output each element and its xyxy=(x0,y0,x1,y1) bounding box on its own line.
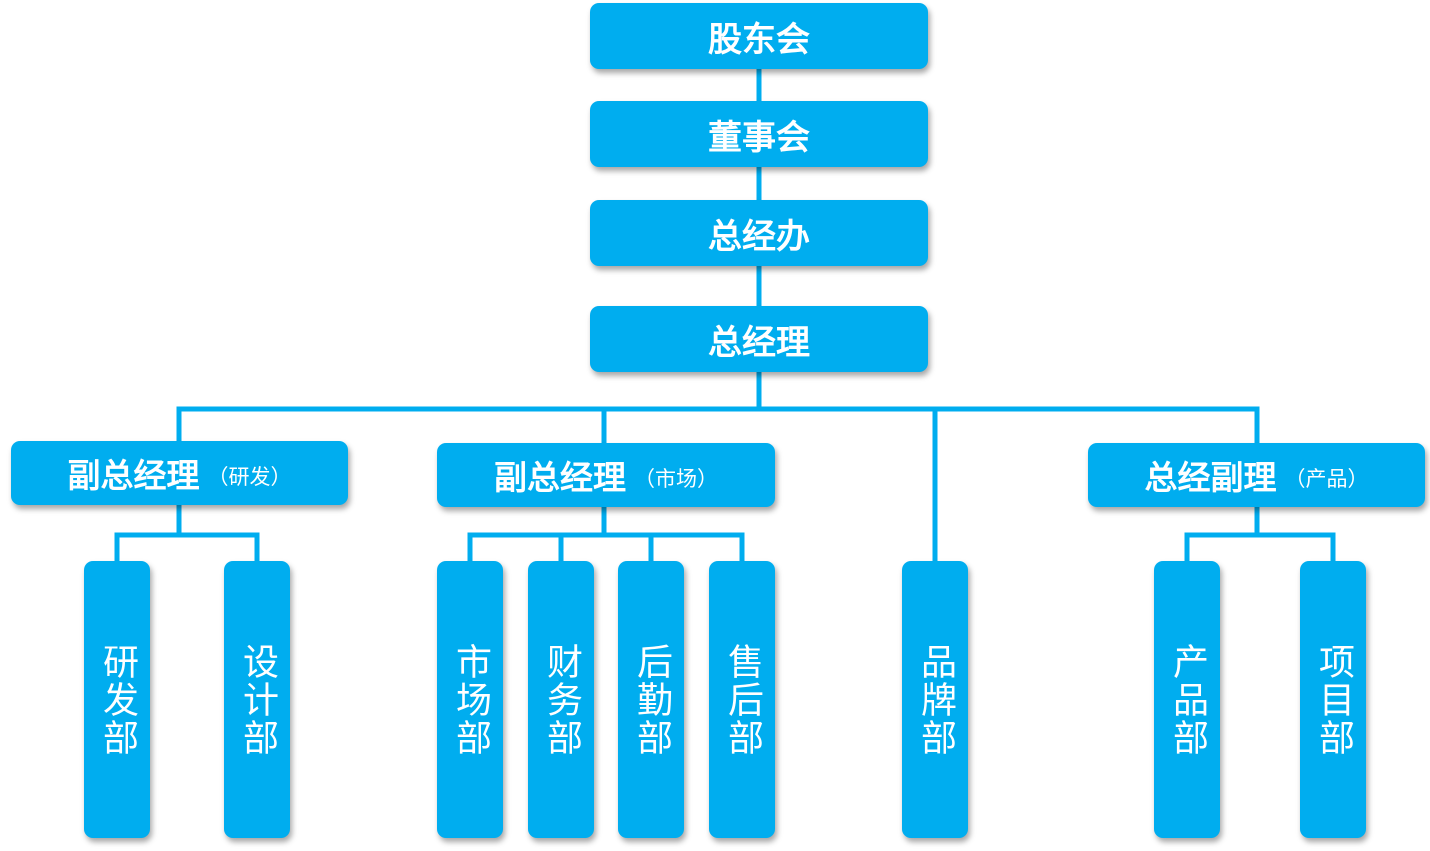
dept-rd-label: 研发部 xyxy=(97,642,138,757)
vp-market-subtitle: （市场） xyxy=(634,467,718,491)
vp-product-subtitle: （产品） xyxy=(1284,467,1369,491)
dept-after-sales-box: 售后部 xyxy=(709,561,775,838)
dept-logistics-label: 后勤部 xyxy=(631,642,672,757)
dept-product-label: 产品部 xyxy=(1167,642,1208,757)
shareholders-box: 股东会 xyxy=(590,3,928,69)
gm-office-label: 总经办 xyxy=(708,216,810,257)
dept-product-box: 产品部 xyxy=(1154,561,1220,838)
gm-office-box: 总经办 xyxy=(590,200,928,266)
vp-rd-box: 副总经理 （研发） xyxy=(11,441,348,505)
vp-rd-subtitle: （研发） xyxy=(207,465,292,489)
dept-finance-box: 财务部 xyxy=(528,561,594,838)
dept-market-label: 市场部 xyxy=(450,642,491,757)
dept-design-label: 设计部 xyxy=(237,642,278,757)
vp-rd-title: 副总经理 xyxy=(67,456,200,495)
dept-logistics-box: 后勤部 xyxy=(618,561,684,838)
vp-product-title: 总经副理 xyxy=(1144,458,1277,497)
vp-market-box: 副总经理 （市场） xyxy=(437,443,775,507)
dept-market-box: 市场部 xyxy=(437,561,503,838)
dept-project-box: 项目部 xyxy=(1300,561,1366,838)
general-manager-label: 总经理 xyxy=(708,322,810,363)
dept-finance-label: 财务部 xyxy=(541,642,582,757)
shareholders-label: 股东会 xyxy=(708,19,810,60)
vp-market-title: 副总经理 xyxy=(494,458,626,497)
dept-after-sales-label: 售后部 xyxy=(722,642,763,757)
board-box: 董事会 xyxy=(590,101,928,167)
dept-design-box: 设计部 xyxy=(224,561,290,838)
board-label: 董事会 xyxy=(708,117,810,158)
general-manager-box: 总经理 xyxy=(590,306,928,372)
dept-project-label: 项目部 xyxy=(1313,642,1354,757)
dept-rd-box: 研发部 xyxy=(84,561,150,838)
dept-brand-box: 品牌部 xyxy=(902,561,968,838)
vp-product-box: 总经副理 （产品） xyxy=(1088,443,1425,507)
dept-brand-label: 品牌部 xyxy=(915,642,956,757)
